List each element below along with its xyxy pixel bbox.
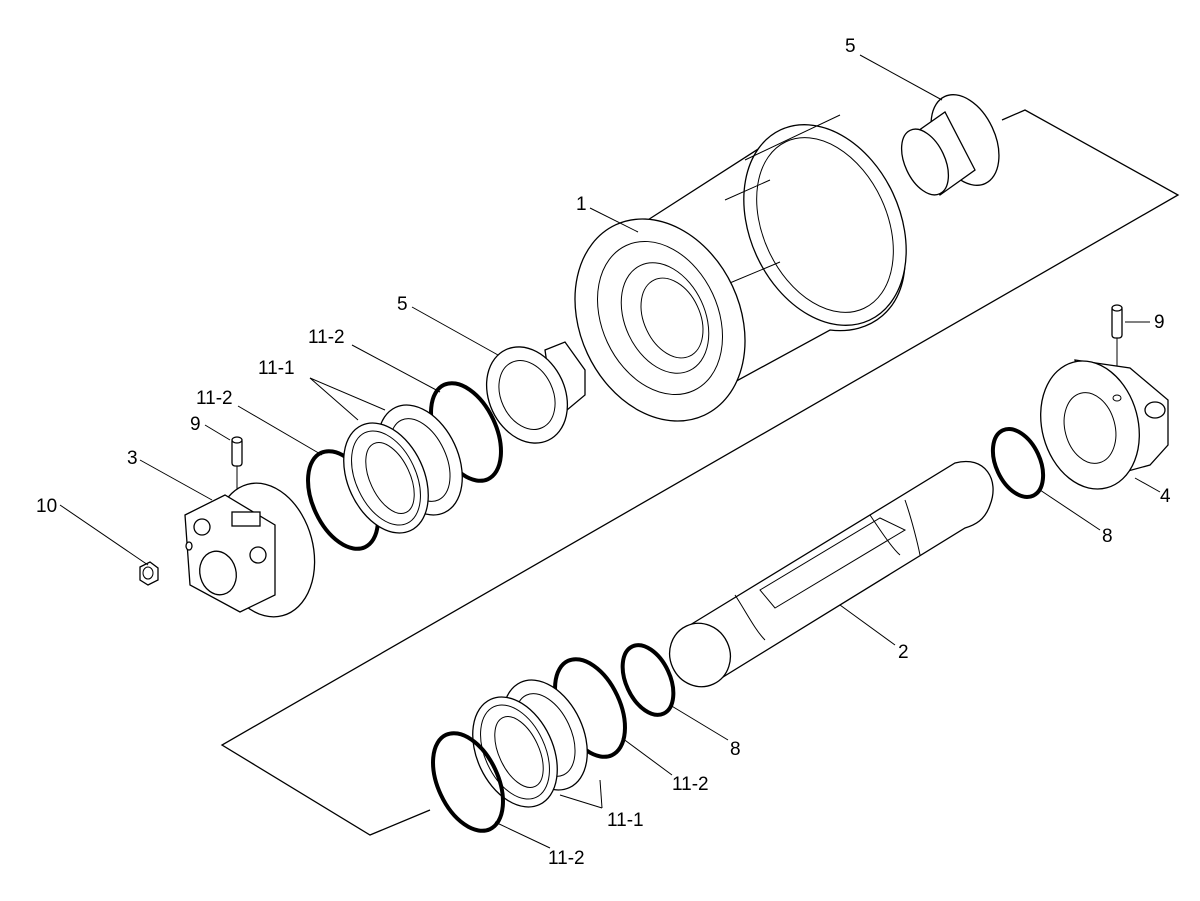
- leader-lines: [59, 54, 1161, 849]
- floating-seal-11-1-upper: [343, 404, 463, 534]
- label-3: 3: [127, 448, 138, 469]
- floating-seal-11-1-lower: [472, 679, 588, 808]
- label-11-2-upper-a: 11-2: [308, 327, 345, 348]
- label-2: 2: [898, 642, 909, 663]
- label-11-1-upper: 11-1: [258, 358, 295, 379]
- roller-1: [574, 114, 907, 422]
- label-8-right: 8: [1102, 526, 1113, 547]
- plug-10: [139, 561, 159, 586]
- label-11-2-upper-b: 11-2: [196, 388, 233, 409]
- label-8-bottom: 8: [730, 739, 741, 760]
- o-ring-11-2-lower-left: [431, 731, 505, 833]
- bushing-5-top: [900, 94, 1000, 196]
- shaft-2: [668, 460, 994, 688]
- label-1: 1: [576, 194, 587, 215]
- label-5-top: 5: [845, 36, 856, 57]
- label-10: 10: [36, 496, 57, 517]
- assembly-frame: [220, 109, 1180, 836]
- label-11-2-lower-b: 11-2: [548, 848, 585, 869]
- bushing-5-middle: [485, 341, 586, 444]
- label-4: 4: [1160, 486, 1171, 507]
- label-9-left: 9: [190, 414, 201, 435]
- label-11-2-lower-a: 11-2: [672, 774, 709, 795]
- o-ring-8-upper: [990, 427, 1046, 499]
- label-9-right: 9: [1154, 312, 1165, 333]
- part-labels: 5 1 5 11-2 11-1 11-2 9 3 10 9 4 8 2 8 11…: [36, 36, 1171, 869]
- collar-3: [184, 482, 316, 618]
- label-11-1-lower: 11-1: [607, 810, 644, 831]
- o-ring-8-lower: [620, 643, 676, 717]
- collar-4: [1040, 359, 1169, 490]
- label-5-middle: 5: [397, 294, 408, 315]
